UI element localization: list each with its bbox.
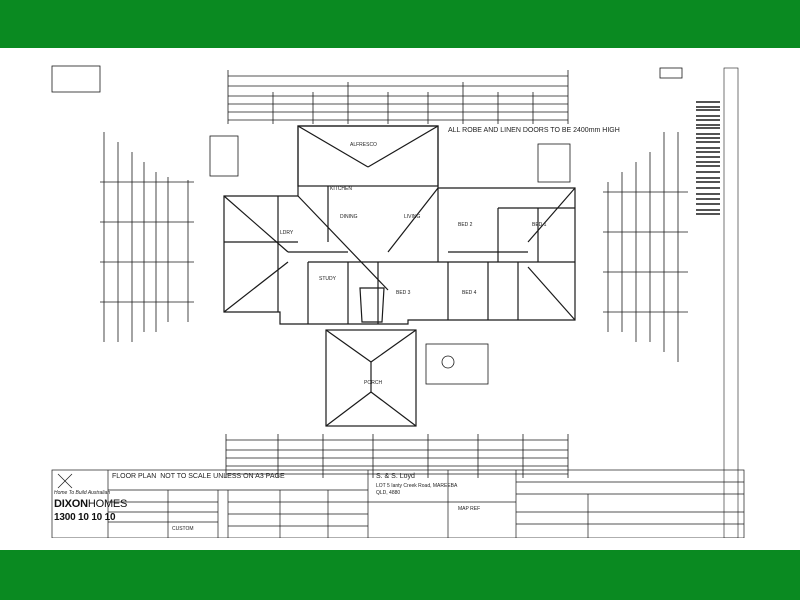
site-address: LOT 5 Ianty Creek Road, MAREEBA (376, 483, 458, 489)
right-border (723, 67, 739, 538)
room-label-bed-1: BED 1 (532, 222, 547, 228)
title-block-grid (51, 469, 745, 538)
house-outline (223, 125, 576, 325)
right-dimension-strings (537, 132, 688, 362)
room-label-kitchen: KITCHEN (330, 186, 352, 192)
room-label-bed-4: BED 4 (462, 290, 477, 296)
porch-roof (325, 287, 417, 427)
company-tagline: Home To Build Australian (54, 490, 111, 496)
bottom-dimension-strings (225, 434, 569, 478)
room-label-study: STUDY (319, 276, 336, 282)
room-label-bed-3: BED 3 (396, 290, 411, 296)
room-label-living: LIVING (404, 214, 421, 220)
left-dimension-strings (100, 132, 239, 342)
design-name: CUSTOM (172, 526, 194, 532)
floor-plan-drawing (51, 65, 745, 538)
revision-box (659, 67, 683, 79)
company-phone: 1300 10 10 10 (54, 512, 116, 523)
floor-plan-sheet: ALL ROBE AND LINEN DOORS TO BE 2400mm HI… (48, 62, 752, 538)
barcode-strip (696, 101, 720, 215)
detail-marker (441, 355, 455, 369)
door-height-note: ALL ROBE AND LINEN DOORS TO BE 2400mm HI… (448, 127, 620, 134)
room-label-dining: DINING (340, 214, 358, 220)
client-name: S. & S. Loyd (376, 473, 415, 480)
map-ref: MAP REF (458, 506, 481, 512)
bottom-green-band (0, 550, 800, 600)
room-label-laundry: LDRY (280, 230, 294, 236)
top-green-band (0, 0, 800, 48)
state-postcode: QLD, 4880 (376, 490, 401, 496)
drawing-title: FLOOR PLAN NOT TO SCALE UNLESS ON A3 PAG… (112, 473, 285, 480)
top-dimension-strings (227, 70, 569, 124)
room-label-alfresco: ALFRESCO (350, 142, 377, 148)
room-label-porch: PORCH (364, 380, 383, 386)
approval-stamp-box (51, 65, 101, 93)
detail-box (425, 343, 489, 385)
company-logo: DIXONHOMES (54, 498, 128, 510)
room-label-bed-2: BED 2 (458, 222, 473, 228)
